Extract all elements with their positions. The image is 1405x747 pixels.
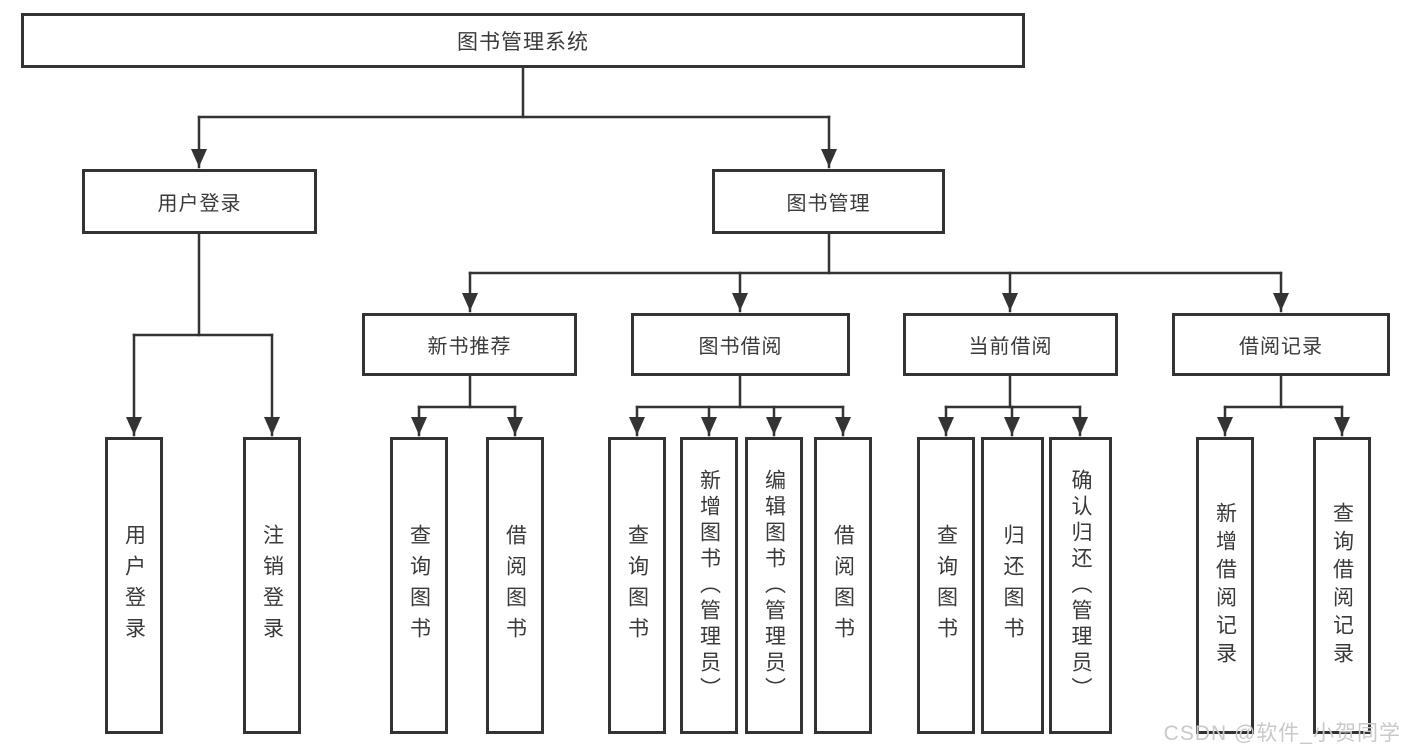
leaf-label: 用户登录 (122, 523, 146, 648)
leaf-label: 确认归还（管理员） (1069, 468, 1092, 703)
leaf-borrowing-search-books: 查询图书 (608, 437, 666, 734)
leaf-label: 新增图书（管理员） (697, 468, 721, 703)
leaf-label: 编辑图书（管理员） (762, 468, 786, 703)
leaf-label: 借阅图书 (503, 523, 527, 648)
node-new-book-recommendation: 新书推荐 (362, 313, 577, 376)
leaf-current-search-books: 查询图书 (917, 437, 975, 734)
leaf-borrowing-edit-books-admin: 编辑图书（管理员） (745, 437, 803, 734)
leaf-logout-login: 注销登录 (243, 437, 301, 734)
leaf-label: 查询图书 (407, 523, 431, 648)
leaf-user-login: 用户登录 (105, 437, 163, 734)
leaf-label: 注销登录 (260, 523, 284, 648)
leaf-label: 归还图书 (1001, 523, 1024, 648)
node-borrowing-records: 借阅记录 (1172, 313, 1390, 376)
node-library-management-system: 图书管理系统 (21, 13, 1025, 68)
node-label: 当前借阅 (968, 336, 1053, 358)
leaf-label: 查询图书 (934, 523, 958, 648)
node-book-borrowing: 图书借阅 (631, 313, 850, 376)
node-current-borrowing: 当前借阅 (903, 313, 1118, 376)
leaf-label: 借阅图书 (831, 523, 855, 648)
leaf-records-add-borrow-record: 新增借阅记录 (1196, 437, 1254, 734)
leaf-records-search-borrow-record: 查询借阅记录 (1313, 437, 1371, 734)
leaf-current-return-books: 归还图书 (981, 437, 1044, 734)
leaf-recommend-search-books: 查询图书 (390, 437, 448, 734)
leaf-current-confirm-return-admin: 确认归还（管理员） (1049, 437, 1112, 734)
node-user-login: 用户登录 (82, 169, 317, 234)
leaf-label: 查询图书 (625, 523, 649, 648)
node-label: 图书管理 (786, 193, 871, 215)
node-label: 图书借阅 (698, 336, 783, 358)
node-label: 用户登录 (157, 193, 242, 215)
csdn-watermark: CSDN @软件_小贺同学 (1163, 722, 1401, 745)
node-book-management: 图书管理 (712, 169, 945, 234)
leaf-borrowing-add-books-admin: 新增图书（管理员） (680, 437, 738, 734)
node-label: 图书管理系统 (457, 30, 589, 54)
leaf-label: 新增借阅记录 (1213, 501, 1237, 670)
node-label: 新书推荐 (427, 336, 512, 358)
node-label: 借阅记录 (1239, 336, 1323, 358)
leaf-recommend-borrow-books: 借阅图书 (486, 437, 544, 734)
leaf-label: 查询借阅记录 (1330, 501, 1354, 670)
leaf-borrowing-borrow-books: 借阅图书 (814, 437, 872, 734)
